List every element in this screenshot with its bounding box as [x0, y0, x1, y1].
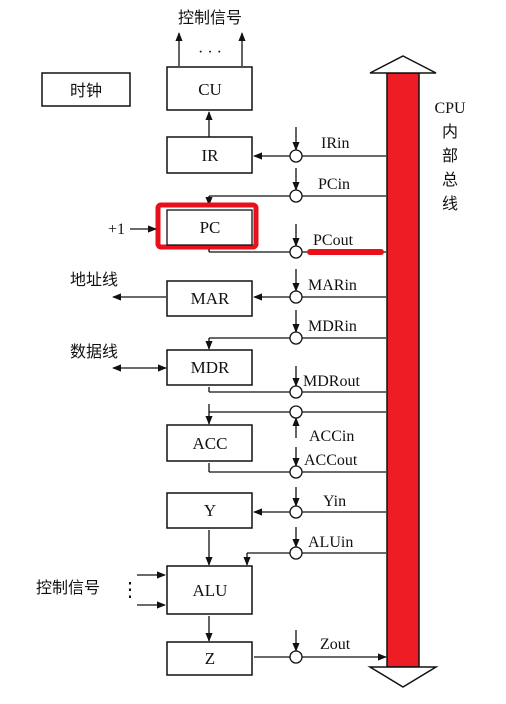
bus-label-cpu: CPU — [434, 100, 466, 117]
zout-gate — [289, 650, 303, 664]
bus-label-char-3: 总 — [442, 170, 458, 189]
mdrin-label: MDRin — [308, 318, 357, 335]
alu-control-label: 控制信号 — [36, 578, 100, 597]
cu-label: CU — [198, 80, 222, 99]
marin-gate — [289, 290, 303, 304]
accin-label: ACCin — [309, 428, 354, 445]
pcout-label: PCout — [313, 232, 354, 249]
mdr-box — [166, 349, 253, 386]
cu-box — [166, 66, 253, 111]
aluin-gate — [289, 546, 303, 560]
alu-control-dots: ⋮ — [120, 579, 140, 601]
z-label: Z — [205, 649, 215, 668]
top-control-label: 控制信号 — [178, 8, 242, 27]
ir-label: IR — [202, 146, 220, 165]
mar-box — [166, 280, 253, 317]
acc-label: ACC — [193, 434, 228, 453]
accin-gate — [289, 405, 303, 419]
mdrin-gate — [289, 331, 303, 345]
marin-label: MARin — [308, 277, 357, 294]
mar-label: MAR — [191, 289, 230, 308]
pc-label: PC — [200, 218, 221, 237]
address-line-label: 地址线 — [70, 270, 118, 289]
yin-label: Yin — [323, 493, 346, 510]
pcin-gate — [289, 189, 303, 203]
bus-label-char-4: 线 — [442, 194, 458, 213]
y-label: Y — [204, 501, 216, 520]
mdr-label: MDR — [191, 358, 230, 377]
acc-box — [166, 424, 253, 462]
alu-box — [166, 565, 253, 615]
yin-gate — [289, 505, 303, 519]
alu-label: ALU — [193, 581, 228, 600]
pc-box — [166, 209, 253, 246]
zout-label: Zout — [320, 636, 351, 653]
mdrout-label: MDRout — [303, 373, 360, 390]
aluin-label: ALUin — [308, 534, 353, 551]
bus-label-char-2: 部 — [442, 146, 458, 165]
plus-one-label: +1 — [108, 221, 125, 238]
clock-label: 时钟 — [70, 81, 102, 100]
internal-bus — [367, 55, 439, 688]
clock-box — [41, 72, 131, 107]
bus-bar — [386, 72, 420, 668]
ir-box — [166, 136, 253, 174]
bus-label-char-1: 内 — [442, 122, 458, 141]
y-box — [166, 492, 253, 529]
bus-top-arrowhead — [369, 55, 437, 74]
z-box — [166, 641, 253, 676]
bus-bottom-arrowhead — [367, 666, 439, 688]
pcin-label: PCin — [318, 176, 350, 193]
irin-gate — [289, 149, 303, 163]
pcout-gate — [289, 245, 303, 259]
accout-gate — [289, 465, 303, 479]
accout-label: ACCout — [304, 452, 358, 469]
top-dots: · · · — [198, 44, 222, 61]
irin-label: IRin — [321, 135, 349, 152]
mdrout-gate — [289, 385, 303, 399]
data-line-label: 数据线 — [70, 342, 118, 361]
